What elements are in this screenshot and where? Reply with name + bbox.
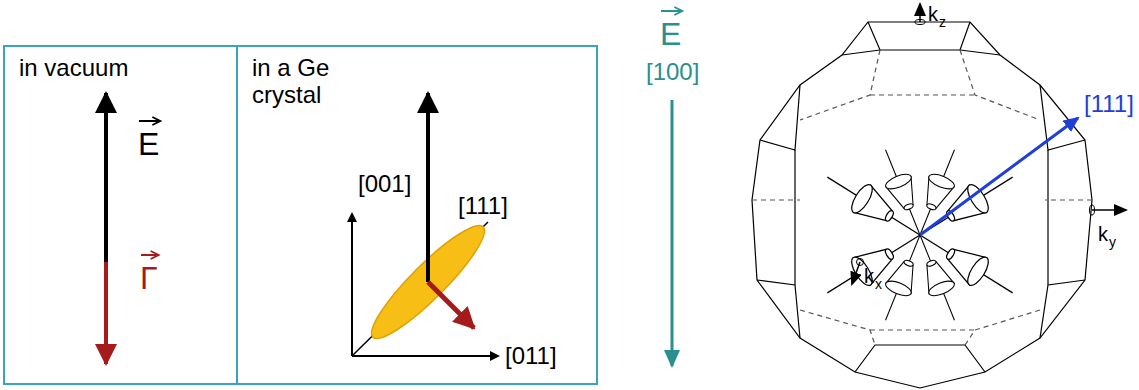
panel-title: in a Ge crystal bbox=[252, 55, 362, 109]
vector-arrow-path bbox=[661, 7, 682, 15]
vector-arrow bbox=[659, 5, 686, 17]
vector-symbol: Γ bbox=[140, 262, 158, 294]
axis-label: k bbox=[1098, 224, 1108, 244]
axis-subscript: y bbox=[1109, 235, 1116, 249]
direction-label: [001] bbox=[358, 172, 411, 196]
vector-arrow-path bbox=[139, 117, 160, 125]
axis-label: k bbox=[928, 4, 938, 24]
direction-label: [011] bbox=[505, 344, 557, 368]
direction-label: [100] bbox=[646, 60, 699, 84]
direction-label: [111] bbox=[458, 194, 508, 218]
vector-arrow bbox=[139, 249, 163, 261]
direction-label: [111] bbox=[1084, 92, 1134, 116]
axis-label: k bbox=[864, 266, 874, 286]
axis-subscript: z bbox=[939, 15, 946, 29]
vector-symbol: E bbox=[660, 18, 681, 50]
panel-box: in a Ge crystal bbox=[236, 45, 598, 385]
axis-subscript: x bbox=[875, 277, 882, 291]
vector-arrow-path bbox=[141, 251, 159, 259]
panel-box: in vacuum bbox=[3, 45, 238, 385]
panel-title: in vacuum bbox=[19, 55, 222, 82]
vector-arrow bbox=[137, 115, 164, 127]
vector-symbol: E bbox=[138, 128, 159, 160]
